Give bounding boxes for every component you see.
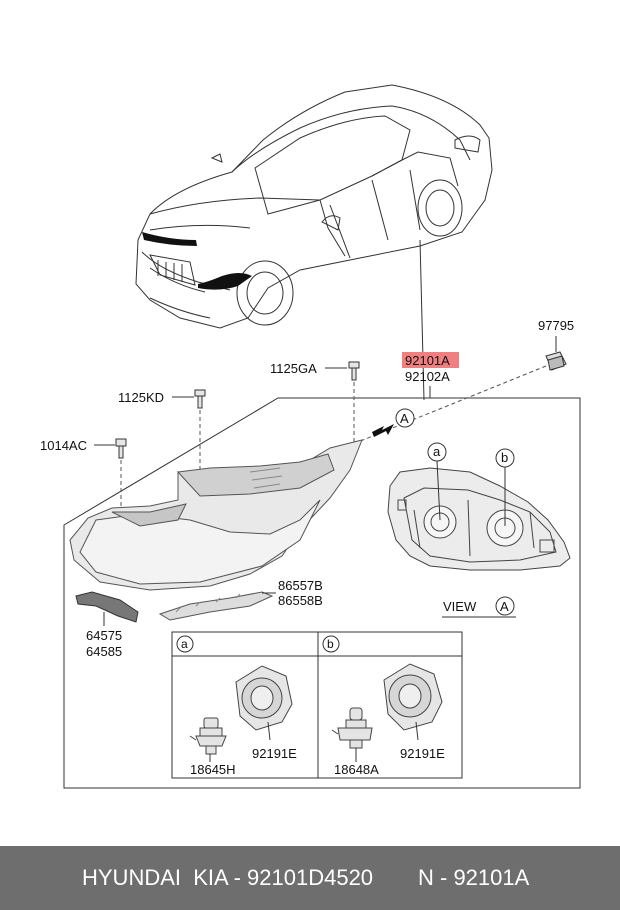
callout-a-view-text: a xyxy=(433,444,441,459)
label-18648a: 18648A xyxy=(334,762,379,777)
view-label: VIEW xyxy=(443,599,477,614)
detail-a-tag-circle xyxy=(176,635,194,653)
lamp-rear-view xyxy=(387,467,571,571)
leader-92191e-b xyxy=(415,721,419,741)
parts-diagram: 92101A 92102A 97795 1125GA 1125KD 1014AC xyxy=(40,84,581,789)
label-1125ga: 1125GA xyxy=(270,361,317,376)
bolt-1125kd-icon xyxy=(194,389,206,409)
bulb-18645h-icon xyxy=(189,717,227,755)
label-92191e-a: 92191E xyxy=(252,746,297,761)
assembly-frame xyxy=(63,397,581,789)
view-marker-text: A xyxy=(500,599,509,614)
cap-92191e-b-icon xyxy=(383,663,443,731)
detail-box-b xyxy=(317,631,463,779)
headlamp-assembly xyxy=(69,439,363,591)
label-64575: 64575 xyxy=(86,628,122,643)
view-marker-circle xyxy=(495,596,515,616)
label-92101a: 92101A xyxy=(405,353,450,368)
detail-b-tag-circle xyxy=(322,635,340,653)
cap-92191e-a-icon xyxy=(235,665,293,731)
bracket-64575 xyxy=(75,591,139,623)
bulb-18648a-icon xyxy=(331,707,373,749)
label-86557b: 86557B xyxy=(278,578,323,593)
callout-A-text: A xyxy=(400,411,409,426)
car-illustration xyxy=(135,84,493,329)
trim-strip-86557b xyxy=(158,591,274,621)
label-1125kd: 1125KD xyxy=(118,390,164,405)
label-92102a: 92102A xyxy=(405,369,450,384)
footer-part-number: HYUNDAI KIA - 92101D4520 xyxy=(82,865,374,890)
label-64585: 64585 xyxy=(86,644,122,659)
leader-a-view xyxy=(436,460,441,521)
footer-bar: HYUNDAI KIA - 92101D4520 N - 92101A xyxy=(0,846,620,910)
callout-b-view-text: b xyxy=(501,450,508,465)
bolt-1014ac-icon xyxy=(115,438,127,459)
label-18645h: 18645H xyxy=(190,762,236,777)
callout-A-circle xyxy=(395,408,415,428)
car-headlamp-strip xyxy=(142,232,197,246)
car-headlamp-highlight xyxy=(198,273,252,290)
footer-reference: N - 92101A xyxy=(418,865,530,890)
detail-a-tag-text: a xyxy=(181,637,188,651)
label-97795: 97795 xyxy=(538,318,574,333)
bolt-1125ga-icon xyxy=(348,361,360,381)
car-leader-line xyxy=(419,239,425,401)
label-92191e-b: 92191E xyxy=(400,746,445,761)
label-86558b: 86558B xyxy=(278,593,323,608)
view-arrow-icon xyxy=(372,424,394,437)
connector-97795-icon xyxy=(545,351,567,371)
label-1014ac: 1014AC xyxy=(40,438,87,453)
detail-b-tag-text: b xyxy=(327,637,334,651)
highlight-box-92101a xyxy=(402,352,459,368)
leader-92191e-a xyxy=(267,721,271,741)
